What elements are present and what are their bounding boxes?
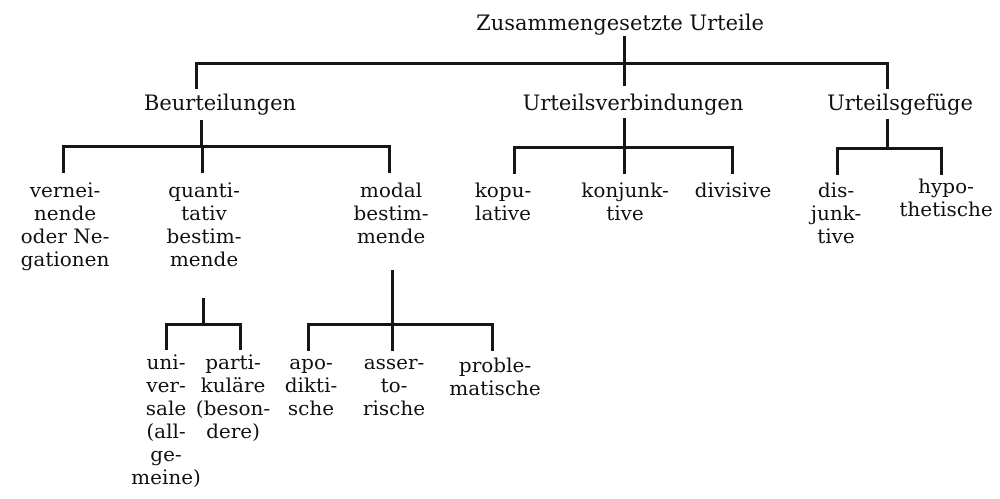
label-line: apo- xyxy=(289,350,333,374)
label-line: mende xyxy=(169,247,239,271)
node-problematische: proble- matische xyxy=(435,354,555,400)
connector-universale-drop xyxy=(165,323,168,350)
label-line: rische xyxy=(362,396,426,420)
label-line: nende xyxy=(33,201,97,225)
node-hypothetische: hypo- thetische xyxy=(888,175,1000,221)
label-line: vernei- xyxy=(29,178,101,202)
connector-konjunktive-drop xyxy=(623,146,626,174)
label-line: (beson- xyxy=(195,396,271,420)
node-quantitativ: quanti- tativ bestim- mende xyxy=(144,179,264,271)
label-line: to- xyxy=(380,373,408,397)
connector-quantitativ-stem xyxy=(202,298,205,325)
node-urteilsgefuege: Urteilsgefüge xyxy=(827,91,973,115)
connector-modal-bar xyxy=(307,323,494,326)
connector-main-bar xyxy=(196,62,889,65)
label-line: proble- xyxy=(458,353,532,377)
connector-hypothetische-drop xyxy=(940,147,943,175)
label-line: dere) xyxy=(206,419,260,443)
label-line: lative xyxy=(475,201,531,225)
label-line: asser- xyxy=(363,350,425,374)
node-universale: uni- ver- sale (all- ge- meine) xyxy=(116,351,216,489)
node-modal: modal bestim- mende xyxy=(331,179,451,248)
label-line: kuläre xyxy=(200,373,266,397)
node-assertorische: asser- to- rische xyxy=(344,351,444,420)
node-beurteilungen: Beurteilungen xyxy=(143,91,297,115)
connector-root-drop xyxy=(623,36,626,86)
node-root-title: Zusammengesetzte Urteile xyxy=(476,11,764,35)
label-line: thetische xyxy=(899,197,993,221)
node-apodiktische: apo- dikti- sche xyxy=(261,351,361,420)
label-line: bestim- xyxy=(353,201,429,225)
label-line: hypo- xyxy=(918,174,974,198)
connector-verneinende-drop xyxy=(62,145,65,173)
connector-apodiktische-drop xyxy=(307,323,310,351)
connector-quantitativ-drop xyxy=(201,145,204,173)
label-line: oder Ne- xyxy=(20,224,110,248)
connector-beurteilungen-drop xyxy=(195,62,198,89)
label-line: ver- xyxy=(146,373,186,397)
label-line: (all- xyxy=(146,419,186,443)
label-line: quanti- xyxy=(168,178,240,202)
connector-quantitativ-bar xyxy=(165,323,242,326)
connector-partikulaere-drop xyxy=(239,323,242,350)
label-line: dikti- xyxy=(284,373,338,397)
connector-beurteilungen-stem xyxy=(200,120,203,147)
node-verneinende: vernei- nende oder Ne- gationen xyxy=(5,179,125,271)
connector-disjunktive-drop xyxy=(836,147,839,175)
label-line: bestim- xyxy=(166,224,242,248)
node-kopulative: kopu- lative xyxy=(448,179,558,225)
label-line: tativ xyxy=(181,201,227,225)
connector-urteilsverbindungen-stem xyxy=(623,118,626,148)
label-line: ge- xyxy=(150,442,182,466)
connector-modal-stem xyxy=(391,270,394,325)
connector-assertorische-drop xyxy=(391,323,394,351)
label-line: meine) xyxy=(131,465,201,489)
label-line: uni- xyxy=(146,350,186,374)
node-divisive: divisive xyxy=(678,179,788,202)
node-konjunktive: konjunk- tive xyxy=(565,179,685,225)
label-line: konjunk- xyxy=(581,178,669,202)
connector-urteilsgefuege-bar xyxy=(836,147,943,150)
label-line: parti- xyxy=(205,350,261,374)
connector-problematische-drop xyxy=(491,323,494,351)
connector-modal-drop xyxy=(388,145,391,173)
label-line: tive xyxy=(606,201,644,225)
label-line: gationen xyxy=(20,247,110,271)
label-line: sche xyxy=(287,396,335,420)
node-urteilsverbindungen: Urteilsverbindungen xyxy=(522,91,744,115)
label-line: junk- xyxy=(810,201,862,225)
label-line: tive xyxy=(817,224,855,248)
node-partikulaere: parti- kuläre (beson- dere) xyxy=(178,351,288,443)
connector-beurteilungen-bar xyxy=(62,145,391,148)
connector-urteilsgefuege-drop xyxy=(886,62,889,89)
label-line: kopu- xyxy=(474,178,532,202)
label-line: matische xyxy=(449,376,541,400)
label-line: divisive xyxy=(694,178,772,202)
label-line: sale xyxy=(145,396,187,420)
node-disjunktive: dis- junk- tive xyxy=(786,179,886,248)
label-line: dis- xyxy=(817,178,855,202)
connector-divisive-drop xyxy=(731,146,734,174)
connector-urteilsgefuege-stem xyxy=(886,119,889,148)
connector-kopulative-drop xyxy=(513,146,516,174)
label-line: mende xyxy=(356,224,426,248)
label-line: modal xyxy=(359,178,423,202)
